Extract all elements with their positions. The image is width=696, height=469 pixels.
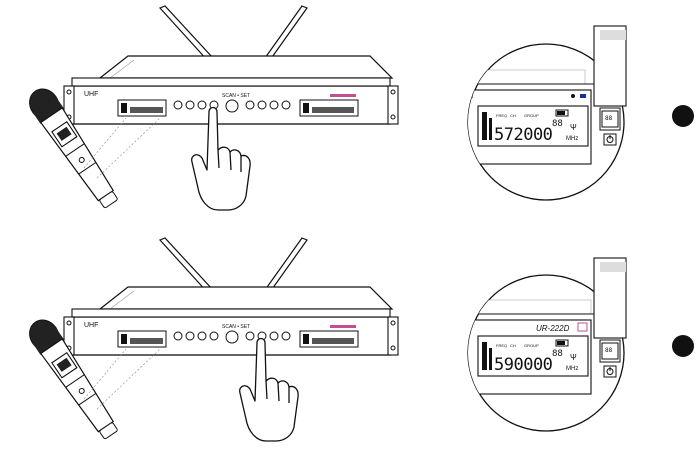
- receiver-button[interactable]: [186, 332, 194, 340]
- bottom-panel: UHF SCAN • SET: [24, 238, 694, 443]
- mic-lcd-value: 88: [605, 347, 613, 354]
- receiver-volume-knob[interactable]: [226, 331, 238, 343]
- receiver-button[interactable]: [282, 332, 290, 340]
- receiver-button[interactable]: [258, 101, 266, 109]
- receiver-button[interactable]: [174, 332, 182, 340]
- lcd-label: GROUP: [524, 113, 539, 118]
- antenna-right: [265, 6, 307, 60]
- lcd-label: CH: [510, 113, 516, 118]
- zoom-detail: UR-222D FREQ CH GROUP 88 590000 MHz Ψ 88: [465, 258, 626, 431]
- lcd-label: CH: [510, 343, 516, 348]
- lcd-label: FREQ: [496, 113, 507, 118]
- receiver-button[interactable]: [270, 332, 278, 340]
- receiver-center-label: SCAN • SET: [222, 93, 250, 99]
- antenna-left: [160, 238, 213, 293]
- receiver-brand: UHF: [84, 322, 98, 329]
- receiver-unit: UHF SCAN • SET: [64, 56, 398, 124]
- receiver-volume-knob[interactable]: [226, 100, 238, 112]
- model-label: UR-222D: [536, 324, 570, 333]
- lcd-channel: 88: [552, 119, 563, 129]
- lcd-unit: MHz: [566, 366, 578, 372]
- receiver-button[interactable]: [186, 101, 194, 109]
- zoom-detail: FREQ CH GROUP 88 572000 MHz Ψ 88: [465, 26, 626, 200]
- leader-line: [97, 118, 160, 178]
- svg-text:i: i: [680, 108, 684, 124]
- lcd-channel: 88: [552, 349, 563, 359]
- leader-line: [97, 349, 160, 409]
- step-marker-icon: i: [672, 335, 694, 357]
- receiver-button[interactable]: [198, 101, 206, 109]
- receiver-button[interactable]: [246, 101, 254, 109]
- receiver-button[interactable]: [210, 332, 218, 340]
- antenna-left: [160, 6, 213, 61]
- top-panel: UHF SCAN • SET: [24, 6, 694, 212]
- receiver-brand: UHF: [84, 91, 98, 98]
- receiver-center-label: SCAN • SET: [222, 324, 250, 330]
- lcd-frequency: 590000: [494, 355, 553, 375]
- leader-line: [84, 118, 126, 168]
- leader-line: [84, 349, 126, 399]
- lcd-label: GROUP: [524, 343, 539, 348]
- receiver-button[interactable]: [270, 101, 278, 109]
- lcd-frequency: 572000: [494, 125, 553, 145]
- antenna-right: [265, 238, 307, 292]
- receiver-button[interactable]: [282, 101, 290, 109]
- lcd-unit: MHz: [566, 136, 578, 142]
- receiver-button[interactable]: [246, 332, 254, 340]
- svg-text:i: i: [680, 338, 684, 354]
- mic-lcd-value: 88: [605, 115, 613, 122]
- antenna-signal-icon: Ψ: [570, 353, 577, 362]
- lcd-label: FREQ: [496, 343, 507, 348]
- antenna-signal-icon: Ψ: [570, 123, 577, 132]
- receiver-button[interactable]: [174, 101, 182, 109]
- receiver-button[interactable]: [198, 332, 206, 340]
- receiver-unit: UHF SCAN • SET: [64, 287, 398, 355]
- step-marker-icon: i: [672, 105, 694, 127]
